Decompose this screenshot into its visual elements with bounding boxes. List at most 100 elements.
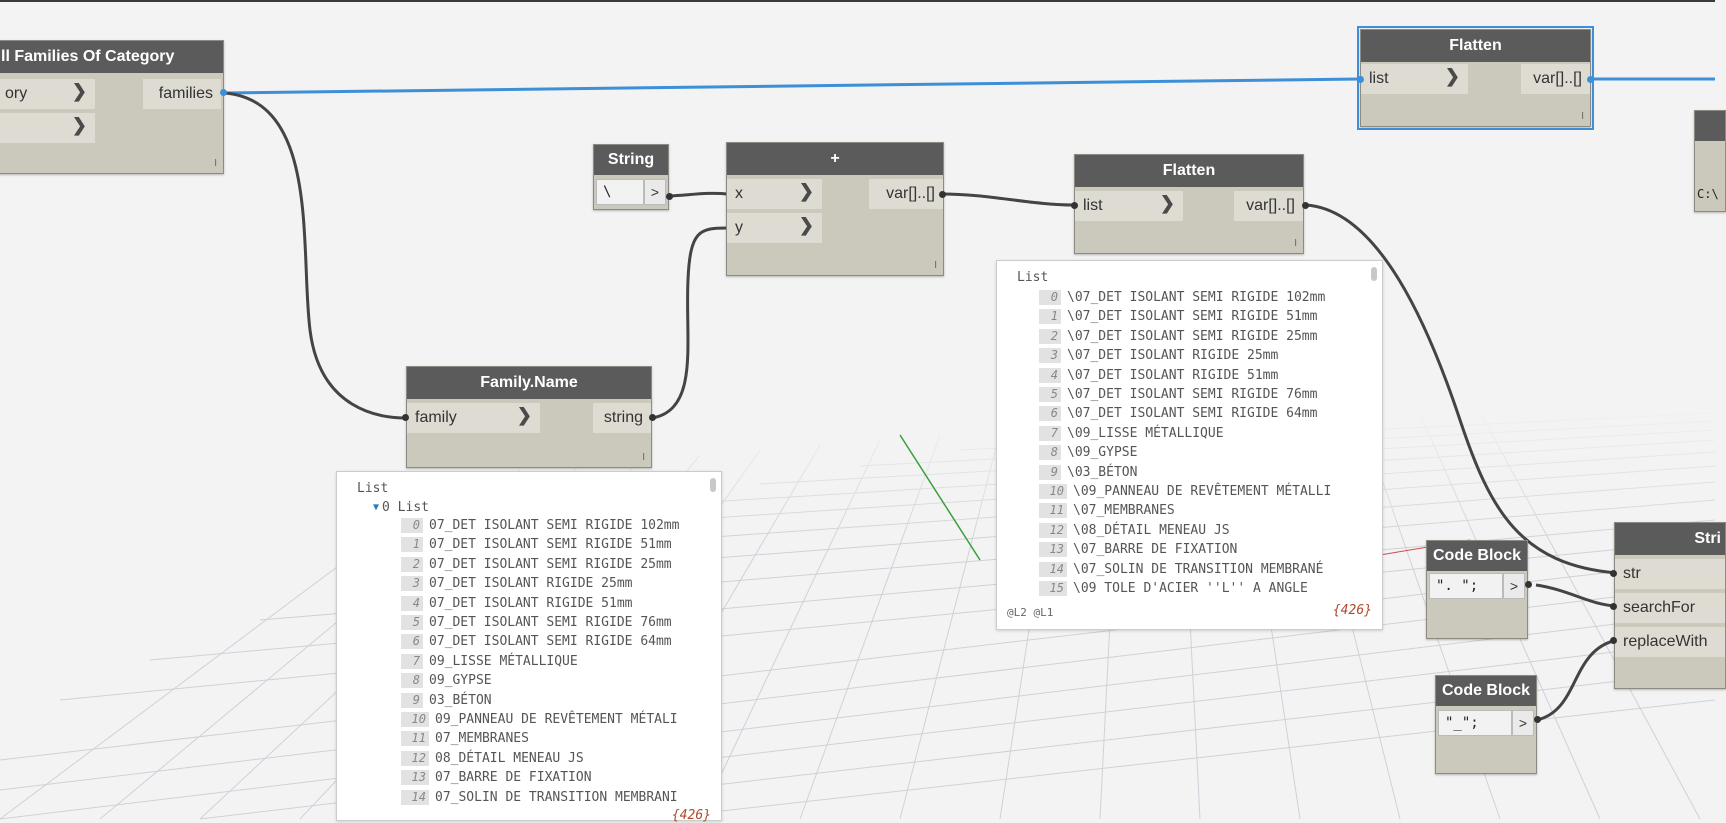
- port-label: x: [735, 185, 743, 202]
- code-block-value[interactable]: ". ";: [1429, 573, 1503, 599]
- node-title: [1695, 111, 1725, 141]
- preview-sublist[interactable]: ▼ 0 List: [373, 500, 429, 515]
- preview-list-item: 3\07_DET ISOLANT RIGIDE 25mm: [1039, 346, 1374, 365]
- preview-list-item: 1\07_DET ISOLANT SEMI RIGIDE 51mm: [1039, 307, 1374, 326]
- string-replace-node[interactable]: Stri str searchFor replaceWith: [1614, 522, 1726, 689]
- searchfor-input-dot[interactable]: [1610, 603, 1617, 610]
- flatten-node-top[interactable]: Flatten list ❯ var[]..[] I: [1357, 26, 1594, 130]
- category-input-port[interactable]: ory ❯: [0, 79, 95, 109]
- family-name-node[interactable]: Family.Name family ❯ string I: [406, 366, 652, 468]
- string-output-dot[interactable]: [649, 414, 656, 421]
- list-index: 13: [1039, 542, 1067, 558]
- list-value: \07_BARRE DE FIXATION: [1073, 542, 1238, 558]
- port-label: string: [603, 409, 643, 426]
- flatten-top-input-dot[interactable]: [1357, 76, 1364, 83]
- list-value: \07_DET ISOLANT SEMI RIGIDE 64mm: [1067, 406, 1318, 422]
- list-index: 8: [1039, 445, 1061, 461]
- list-value: \07_MEMBRANES: [1073, 503, 1175, 519]
- wire-flatten-str[interactable]: [1305, 203, 1618, 575]
- all-families-of-category-node[interactable]: ll Families Of Category ory ❯ ❯ families…: [0, 40, 224, 174]
- list-index: 4: [1039, 367, 1061, 383]
- family-input-dot[interactable]: [402, 414, 409, 421]
- var-output-port[interactable]: var[]..[]: [869, 179, 943, 209]
- lacing-indicator: I: [1294, 238, 1297, 249]
- list-index: 7: [401, 653, 423, 669]
- list-index: 2: [1039, 328, 1061, 344]
- plus-output-dot[interactable]: [939, 191, 946, 198]
- list-input-port[interactable]: list ❯: [1361, 64, 1468, 94]
- y-input-port[interactable]: y ❯: [727, 213, 822, 243]
- flatten-mid-input-dot[interactable]: [1071, 202, 1078, 209]
- second-input-port[interactable]: ❯: [0, 113, 95, 143]
- preview-scrollbar[interactable]: [710, 478, 716, 492]
- list-index: 3: [1039, 348, 1061, 364]
- code-block-output-arrow[interactable]: >: [1503, 573, 1525, 599]
- code-block-output-arrow[interactable]: >: [1512, 710, 1534, 736]
- list-value: \09_PANNEAU DE REVÊTEMENT MÉTALLI: [1073, 484, 1332, 499]
- code-block-node-2[interactable]: Code Block "_"; >: [1435, 675, 1537, 774]
- str-input-port[interactable]: str: [1615, 559, 1725, 589]
- code-block-node-1[interactable]: Code Block ". "; >: [1426, 540, 1528, 639]
- wire-code2-replacewith[interactable]: [1536, 638, 1618, 722]
- wire-plus-flatten[interactable]: [941, 192, 1076, 207]
- code-block-value[interactable]: "_";: [1438, 710, 1512, 736]
- replacewith-input-dot[interactable]: [1610, 637, 1617, 644]
- string-node[interactable]: String \ >: [593, 144, 669, 210]
- plus-node[interactable]: + x ❯ y ❯ var[]..[] I: [726, 142, 944, 276]
- x-input-port[interactable]: x ❯: [727, 179, 822, 209]
- list-value: 07_DET ISOLANT SEMI RIGIDE 25mm: [429, 556, 672, 572]
- list-index: 15: [1039, 581, 1067, 596]
- list-index: 2: [401, 556, 423, 572]
- preview-scrollbar[interactable]: [1371, 267, 1377, 281]
- wire-code1-searchfor[interactable]: [1535, 583, 1618, 608]
- list-input-port[interactable]: list ❯: [1075, 191, 1183, 221]
- list-value: \07_SOLIN DE TRANSITION MEMBRANÉ: [1073, 561, 1324, 577]
- code-block-2-output-dot[interactable]: [1534, 716, 1541, 723]
- preview-list-item: 0\07_DET ISOLANT SEMI RIGIDE 102mm: [1039, 288, 1374, 307]
- wire-familyname-y[interactable]: [651, 226, 728, 420]
- preview-list-item: 13 \07_BARRE DE FIXATION: [1039, 540, 1374, 559]
- code-block-1-output-dot[interactable]: [1525, 581, 1532, 588]
- list-value: \07_DET ISOLANT SEMI RIGIDE 76mm: [1067, 387, 1318, 402]
- var-output-port[interactable]: var[]..[]: [1234, 191, 1303, 221]
- list-index: 5: [401, 615, 423, 630]
- searchfor-input-port[interactable]: searchFor: [1615, 593, 1725, 623]
- wire-families-flatten-top[interactable]: [223, 77, 1361, 95]
- list-value: 09_GYPSE: [429, 673, 492, 689]
- string-output-arrow[interactable]: >: [644, 179, 666, 205]
- str-input-dot[interactable]: [1610, 570, 1617, 577]
- flatten-node-middle[interactable]: Flatten list ❯ var[]..[] I: [1074, 154, 1304, 254]
- string-output-dot[interactable]: [666, 193, 673, 200]
- offscreen-node[interactable]: C:\: [1694, 110, 1726, 212]
- replacewith-input-port[interactable]: replaceWith: [1615, 627, 1725, 657]
- preview-list-item: 7\09_LISSE MÉTALLIQUE: [1039, 424, 1374, 443]
- string-output-port[interactable]: string: [593, 403, 651, 433]
- flatten-mid-output-dot[interactable]: [1302, 202, 1309, 209]
- list-index: 10: [401, 712, 429, 727]
- chevron-right-icon: ❯: [1159, 193, 1175, 213]
- flatten-top-output-dot[interactable]: [1587, 76, 1594, 83]
- preview-header: List: [357, 481, 389, 496]
- preview-list-item: 11\07_MEMBRANES: [1039, 501, 1374, 520]
- wire-families-familyname[interactable]: [223, 91, 407, 420]
- var-output-port[interactable]: var[]..[]: [1521, 64, 1590, 94]
- wire-string-x[interactable]: [668, 191, 728, 198]
- string-value-field[interactable]: \: [596, 179, 644, 205]
- node-title: Code Block: [1427, 541, 1527, 571]
- family-input-port[interactable]: family ❯: [407, 403, 540, 433]
- families-output-dot[interactable]: [220, 89, 227, 96]
- collapse-triangle-icon[interactable]: ▼: [373, 502, 380, 513]
- preview-list-item: 6\07_DET ISOLANT SEMI RIGIDE 64mm: [1039, 404, 1374, 423]
- port-label: searchFor: [1623, 599, 1696, 616]
- chevron-right-icon: ❯: [1444, 66, 1460, 86]
- preview-list-item: 12\08_DÉTAIL MENEAU JS: [1039, 521, 1374, 540]
- families-output-port[interactable]: families: [143, 79, 221, 109]
- preview-list-item: 8\09_GYPSE: [1039, 443, 1374, 462]
- list-index: 9: [401, 692, 423, 708]
- list-index: 14: [1039, 561, 1067, 577]
